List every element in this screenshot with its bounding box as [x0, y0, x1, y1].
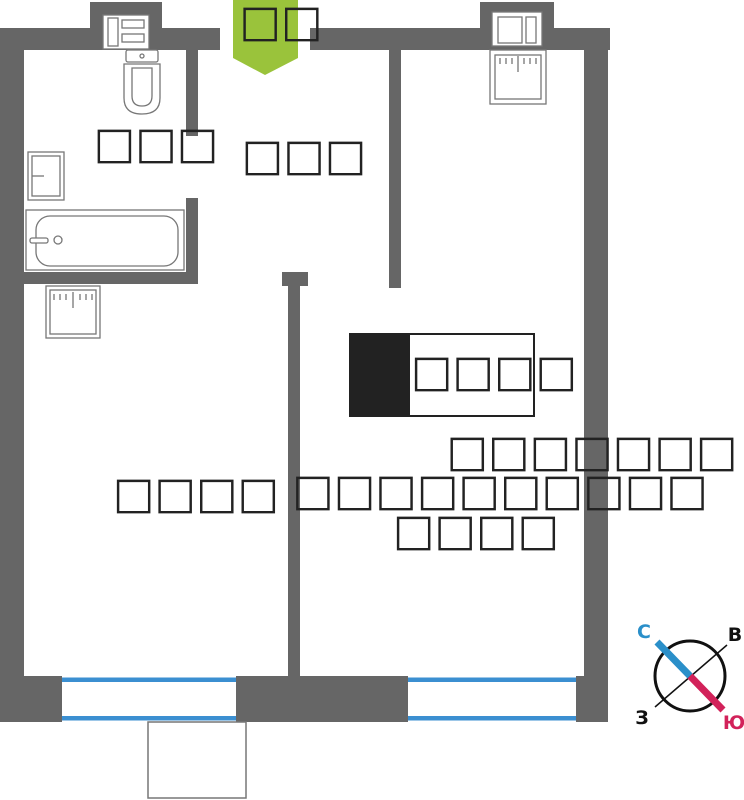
cabinet-left-shelf2-icon — [121, 19, 145, 29]
center-wall-cap — [282, 272, 308, 286]
sink-bathroom-icon — [45, 285, 101, 339]
bathroom-bottom-wall — [24, 272, 198, 284]
left-wall — [0, 28, 24, 722]
kitchen-sink-icon — [489, 49, 547, 105]
bottom-wall-left — [0, 676, 62, 722]
room-label-kitchen-line1: □□□□□□□ — [446, 426, 737, 477]
bathroom-wall-upper — [186, 50, 198, 136]
bottom-wall-right — [576, 676, 608, 722]
center-wall — [288, 278, 300, 678]
right-wall — [584, 28, 608, 722]
room-label-bedroom: □□□□ — [113, 468, 279, 519]
cabinet-right-icon — [491, 11, 543, 47]
bathroom-wall-lower — [186, 198, 198, 284]
room-label-kitchen-line2: □□□□□□□□□□ — [292, 465, 708, 516]
washing-machine-icon — [27, 151, 65, 201]
compass-north-label: С — [637, 621, 651, 643]
fixtures — [25, 11, 547, 339]
compass-north-arrow — [654, 639, 693, 679]
compass-south-label: Ю — [723, 712, 744, 734]
wardrobe-label: □□□□ — [411, 346, 577, 397]
hall-kitchen-wall — [389, 50, 401, 288]
bottom-wall-middle — [236, 676, 408, 722]
entrance-arrow-icon — [233, 0, 298, 75]
room-label-hallway: □□□ — [242, 130, 367, 181]
compass: С В З Ю — [635, 621, 744, 734]
compass-east-label: В — [728, 624, 742, 646]
compass-west-label: З — [635, 707, 649, 729]
room-label-bathroom: □□□ — [94, 118, 219, 169]
cabinet-left-shelf-icon — [107, 17, 119, 47]
bathtub-icon — [25, 209, 185, 271]
wardrobe-block: □□□□ — [349, 333, 577, 417]
compass-circle — [653, 639, 727, 713]
toilet-icon — [123, 49, 161, 115]
room-label-kitchen-line3: □□□□ — [393, 505, 559, 556]
wardrobe-fill — [350, 334, 410, 416]
compass-south-arrow — [687, 673, 726, 713]
cabinet-left-shelf3-icon — [121, 33, 145, 43]
top-wall-right — [310, 28, 610, 50]
windows — [62, 677, 576, 721]
window-right-frame — [408, 682, 576, 716]
balcony — [147, 721, 247, 799]
window-left-frame — [62, 682, 236, 716]
entrance-label: □□ — [239, 0, 322, 47]
